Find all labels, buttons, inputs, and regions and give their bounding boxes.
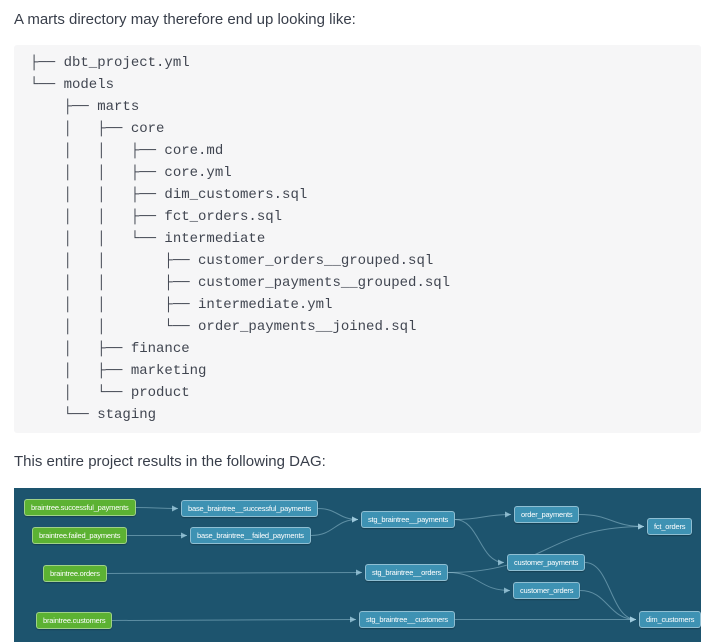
dag-edge-stg_braintree__payments--order_payments (454, 511, 512, 520)
dag-node-braintree.customers: braintree.customers (36, 612, 113, 629)
directory-tree-code-block: ├── dbt_project.yml └── models ├── marts… (14, 45, 701, 433)
dag-edge-base_braintree__successful_payments--stg_braintree__payments (317, 508, 359, 523)
intro-text: A marts directory may therefore end up l… (14, 11, 356, 28)
dag-edge-braintree.customers--stg_braintree__customers (111, 616, 357, 623)
dag-node-braintree.failed_payments: braintree.failed_payments (32, 527, 128, 544)
dag-node-customer_payments: customer_payments (507, 554, 586, 571)
dag-node-dim_customers: dim_customers (639, 611, 701, 628)
dag-node-order_payments: order_payments (514, 506, 580, 523)
dag-edge-braintree.successful_payments--base_braintree__successful_payments (135, 505, 179, 512)
dag-node-base_braintree__successful_payments: base_braintree__successful_payments (181, 500, 319, 517)
dag-edge-braintree.orders--stg_braintree__orders (106, 569, 363, 576)
dag-edge-stg_braintree__payments--customer_payments (454, 519, 505, 566)
dag-edge-base_braintree__failed_payments--stg_braintree__payments (310, 516, 359, 536)
dag-node-base_braintree__failed_payments: base_braintree__failed_payments (190, 527, 311, 544)
dag-node-stg_braintree__payments: stg_braintree__payments (361, 511, 456, 528)
dag-node-stg_braintree__orders: stg_braintree__orders (365, 564, 449, 581)
dag-node-customer_orders: customer_orders (513, 582, 581, 599)
dag-edge-order_payments--fct_orders (578, 514, 645, 530)
dag-edge-stg_braintree__orders--fct_orders (447, 523, 645, 573)
dag-node-fct_orders: fct_orders (647, 518, 693, 535)
dag-node-braintree.orders: braintree.orders (43, 565, 107, 582)
dag-node-stg_braintree__customers: stg_braintree__customers (359, 611, 455, 628)
dag-edge-customer_payments--dim_customers (584, 562, 637, 623)
dag-intro-text: This entire project results in the follo… (14, 453, 326, 470)
directory-tree: ├── dbt_project.yml └── models ├── marts… (30, 55, 451, 423)
dag-edge-customer_orders--dim_customers (579, 590, 637, 623)
dag-node-braintree.successful_payments: braintree.successful_payments (24, 499, 136, 516)
dag-visualization: braintree.successful_payments braintree.f… (14, 488, 701, 642)
dag-edge-stg_braintree__orders--customer_orders (447, 572, 511, 594)
dag-edges (106, 505, 645, 623)
